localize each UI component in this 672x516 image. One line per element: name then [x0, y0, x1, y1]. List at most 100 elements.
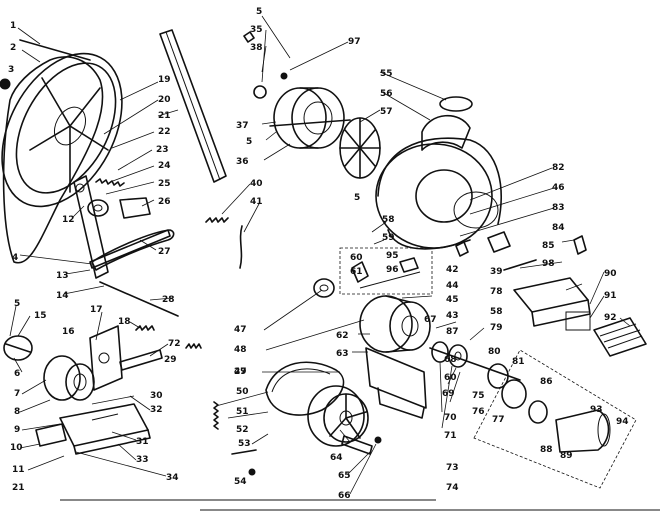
callout-label: 25	[158, 179, 171, 189]
callout-label: 31	[136, 437, 149, 447]
callout-label: 62	[336, 331, 349, 341]
callout-label: 20	[158, 95, 171, 105]
callout-label: 94	[616, 417, 629, 427]
callout-label: 44	[446, 281, 459, 291]
callout-label: 80	[488, 347, 501, 357]
callout-label: 34	[166, 473, 179, 483]
callout-label: 56	[380, 89, 393, 99]
callout-label: 85	[542, 241, 555, 251]
callout-label: 2	[10, 43, 16, 53]
callout-label: 91	[604, 291, 617, 301]
callout-label: 45	[446, 295, 459, 305]
callout-label: 32	[150, 405, 163, 415]
callout-label: 21	[158, 111, 171, 121]
callout-label: 97	[348, 37, 361, 47]
callout-label: 59	[382, 233, 395, 243]
callout-label: 70	[444, 413, 457, 423]
callout-label: 33	[136, 455, 149, 465]
small-motor	[3, 335, 95, 401]
baseline-rule	[60, 499, 660, 511]
callout-label: 1	[10, 21, 16, 31]
callout-label: 83	[552, 203, 565, 213]
callout-label: 77	[492, 415, 505, 425]
fan-impeller	[339, 117, 381, 179]
callout-label: 88	[540, 445, 553, 455]
idler-belt	[91, 229, 175, 271]
callout-label: 54	[234, 477, 247, 487]
callout-labels: 1 2 3 19 20 21 22 23 24 25 26 27 12 4 13…	[8, 7, 629, 501]
callout-label: 8	[14, 407, 20, 417]
callout-label: 22	[158, 127, 171, 137]
callout-label: 82	[552, 163, 565, 173]
callout-label: 37	[236, 121, 249, 131]
base-plate	[35, 403, 151, 455]
rod-part	[99, 281, 179, 317]
callout-label: 48	[234, 345, 247, 355]
callout-label: 38	[250, 43, 263, 53]
callout-label: 35	[250, 25, 263, 35]
callout-label: 40	[250, 179, 263, 189]
callout-label: 76	[472, 407, 485, 417]
callout-label: 26	[158, 197, 171, 207]
callout-label: 5	[246, 137, 252, 147]
small-pulley	[87, 197, 151, 219]
callout-label: 71	[444, 431, 457, 441]
blower-housing	[375, 96, 503, 250]
callout-label: 14	[56, 291, 69, 301]
callout-label: 89	[560, 451, 573, 461]
motor-assembly	[359, 295, 431, 419]
callout-label: 67	[424, 315, 437, 325]
callout-label: 87	[446, 327, 459, 337]
callout-label: 92	[604, 313, 617, 323]
callout-label: 65	[338, 471, 351, 481]
callout-label: 58	[490, 307, 503, 317]
callout-label: 27	[158, 247, 171, 257]
callout-label: 96	[386, 265, 399, 275]
callout-label: 58	[382, 215, 395, 225]
callout-label: 5	[14, 299, 20, 309]
callout-label: 42	[446, 265, 459, 275]
callout-label: 53	[238, 439, 251, 449]
switch-parts	[455, 231, 587, 271]
link-rod	[239, 225, 243, 269]
callout-label: 43	[446, 311, 459, 321]
callout-label: 81	[512, 357, 525, 367]
callout-label: 57	[380, 107, 393, 117]
callout-label: 68	[444, 355, 457, 365]
callout-label: 90	[604, 269, 617, 279]
control-box	[513, 277, 647, 357]
callout-label: 69	[442, 389, 455, 399]
callout-label: 61	[350, 267, 363, 277]
callout-label: 41	[250, 197, 263, 207]
callout-label: 78	[490, 287, 503, 297]
callout-label: 4	[12, 253, 18, 263]
callout-label: 24	[158, 161, 171, 171]
callout-label: 74	[446, 483, 459, 493]
drive-belt	[2, 56, 104, 264]
callout-label: 73	[446, 463, 459, 473]
callout-label: 49	[234, 367, 247, 377]
callout-label: 93	[590, 405, 603, 415]
callout-label: 18	[118, 317, 131, 327]
callout-label: 5	[354, 193, 360, 203]
callout-label: 12	[62, 215, 75, 225]
callout-label: 75	[472, 391, 485, 401]
callout-label: 60	[444, 373, 457, 383]
callout-label: 15	[34, 311, 47, 321]
callout-label: 84	[552, 223, 565, 233]
callout-label: 16	[62, 327, 75, 337]
callout-label: 21	[12, 483, 25, 493]
output-shaft-assembly	[473, 349, 637, 489]
spring-part	[95, 178, 229, 349]
lower-pulley	[307, 385, 373, 455]
mounting-bracket	[89, 325, 163, 391]
callout-label: 7	[14, 389, 20, 399]
callout-label: 30	[150, 391, 163, 401]
leader-lines	[9, 15, 631, 495]
washer-part	[243, 31, 288, 99]
callout-label: 10	[10, 443, 23, 453]
callout-label: 39	[490, 267, 503, 277]
nut-part	[0, 78, 11, 90]
callout-label: 27	[234, 367, 247, 377]
